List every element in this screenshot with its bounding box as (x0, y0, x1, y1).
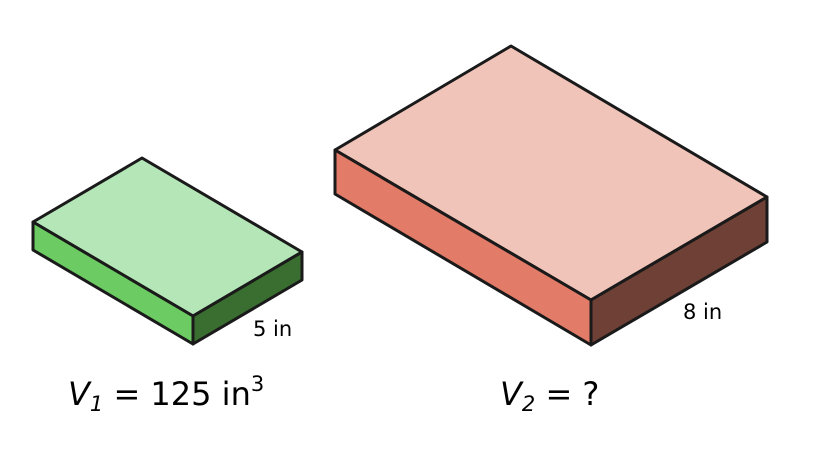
small-prism: 5 in (31, 156, 304, 346)
small-volume-subscript: 1 (89, 392, 104, 416)
small-volume-equals: = (113, 375, 141, 413)
small-prism-volume-formula: V1 = 125 in3 (68, 374, 264, 415)
small-prism-side-face (191, 250, 304, 346)
large-prism-dimension-label: 8 in (683, 300, 722, 324)
small-volume-exponent: 3 (250, 372, 265, 396)
large-prism: 8 in (333, 44, 769, 347)
large-prism-volume-formula: V2 = ? (500, 375, 600, 415)
small-prism-dimension-label: 5 in (253, 317, 292, 341)
small-volume-value: 125 in (150, 375, 251, 413)
large-volume-equals: = (545, 375, 573, 413)
large-prism-side-face (589, 195, 769, 347)
large-volume-value: ? (582, 375, 600, 413)
large-volume-variable: V (500, 375, 522, 413)
small-volume-variable: V (68, 375, 90, 413)
large-volume-subscript: 2 (521, 392, 536, 416)
